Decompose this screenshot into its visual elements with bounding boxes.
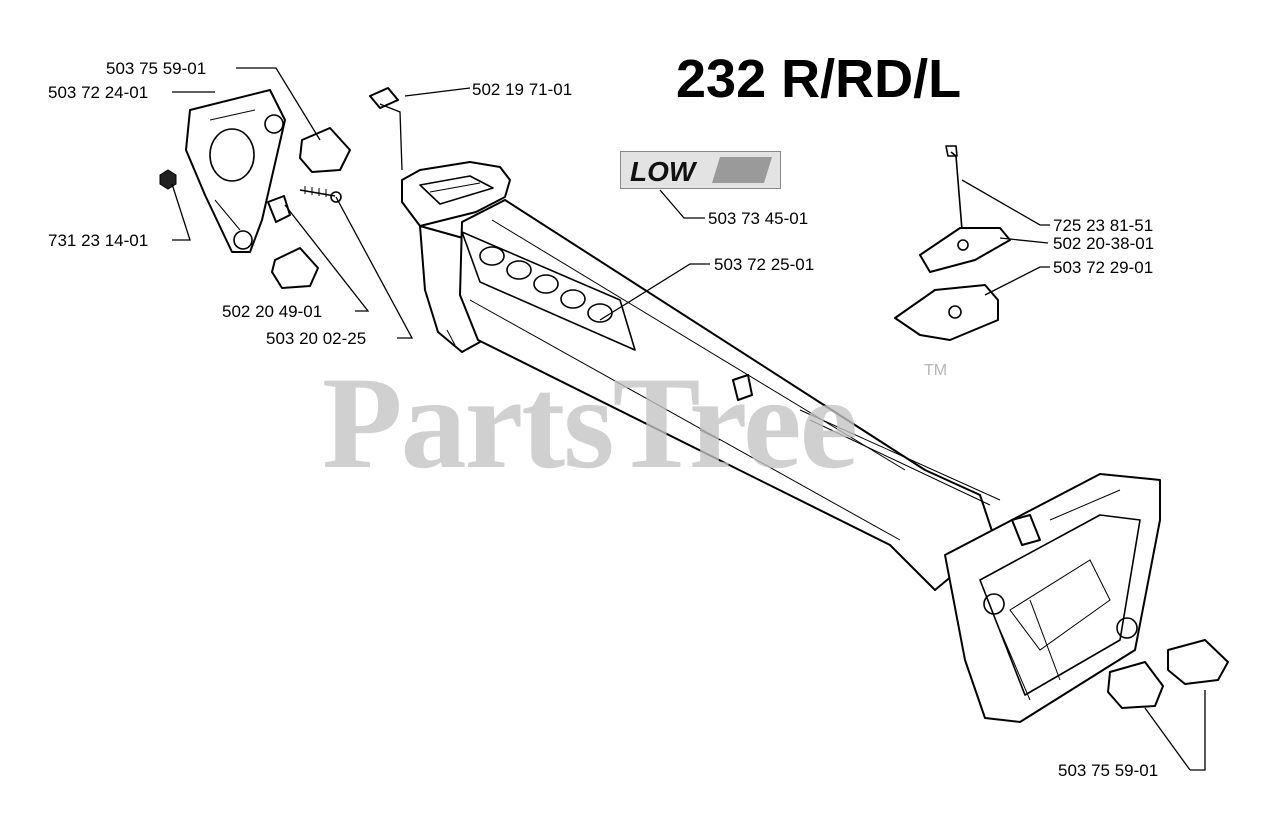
bracket-part [159,89,351,289]
parts-tree-watermark: PartsTree [322,349,858,496]
part-label-503-72-24-01[interactable]: 503 72 24-01 [48,83,149,102]
trademark-symbol: TM [924,362,948,379]
part-label-503-20-02-25[interactable]: 503 20 02-25 [266,329,367,348]
part-label-725-23-81-51[interactable]: 725 23 81-51 [1053,216,1154,235]
part-label-503-75-59-01-bottom[interactable]: 503 75 59-01 [1058,761,1159,780]
part-label-502-20-49-01[interactable]: 502 20 49-01 [222,302,323,321]
part-label-503-72-29-01[interactable]: 503 72 29-01 [1053,258,1154,277]
top-nut-part [369,87,399,109]
part-label-503-73-45-01[interactable]: 503 73 45-01 [708,209,809,228]
part-label-502-20-38-01[interactable]: 502 20-38-01 [1053,234,1155,253]
low-vib-logo-icon: LOW [620,151,781,189]
leader-lines [171,67,1206,771]
part-label-731-23-14-01[interactable]: 731 23 14-01 [48,231,149,250]
lever-bolt-part [894,145,1011,341]
part-label-502-19-71-01[interactable]: 502 19 71-01 [472,80,573,99]
part-label-503-75-59-01-top[interactable]: 503 75 59-01 [106,59,207,78]
cushion-left-part [1107,661,1164,709]
model-title: 232 R/RD/L [676,49,962,109]
part-label-503-72-25-01[interactable]: 503 72 25-01 [714,255,815,274]
frame-tube-part [401,161,1161,723]
badge-text: LOW [630,156,698,187]
cushion-right-part [1167,639,1229,685]
